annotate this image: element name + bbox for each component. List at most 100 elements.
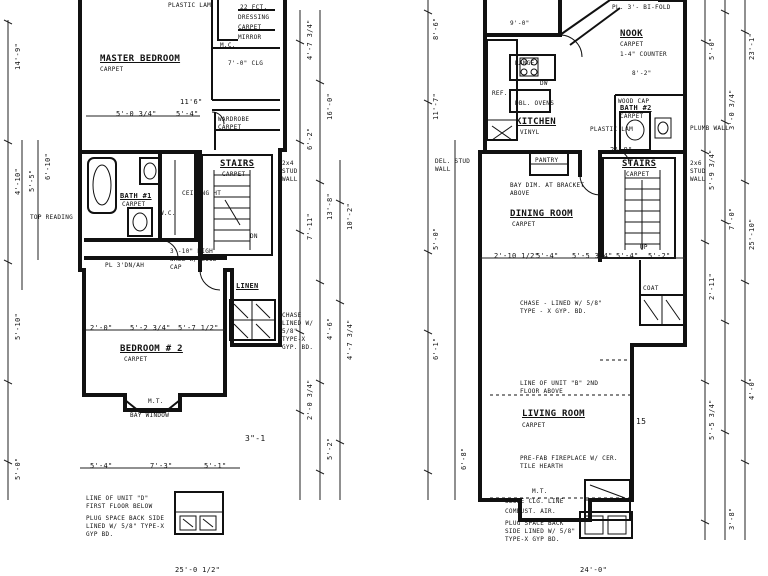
left-floor-plan [3,0,345,535]
nook-finish: CARPET [620,41,644,48]
left-plug-space-detail [174,491,224,535]
slope-line-note: SLOPE CLG. LINE [505,498,564,505]
plumb-wall-note: PLUMB WALL [690,125,730,132]
right-vdim-11: 7'-0" [728,207,736,230]
plastic-lam-sf: 22 FCT. [240,4,268,11]
dressing-finish: CARPET [238,24,262,31]
left-bath-walls [78,150,227,272]
left-door-swings [159,111,225,291]
left-vdim-16: 4'-7 3/4" [346,319,354,360]
right-vdim-4: 6'-1" [432,337,440,360]
left-dim-8: 7'-3" [150,462,173,470]
right-dim-a4: 5'-4" [616,252,639,260]
mirror-label: MIRROR [238,34,262,41]
left-dim-4: 2'-0" [90,324,113,332]
right-plug-space-note: PLUG SPACE BACK SIDE LINED W/ 5/8" TYPE-… [505,520,576,543]
left-bay-window [124,399,181,413]
high-wall-note: 3'-10" HIGH WALL W/ WOOD CAP [170,248,217,271]
bay-window-note: BAY WINDOW [130,412,170,419]
left-linen-chase [229,299,276,341]
left-chase-note: CHASE LINED W/ 5/8" TYPE-X GYP. BD. [282,312,314,351]
right-chase-note: CHASE - LINED W/ 5/8" TYPE - X GYP. BD. [520,300,603,315]
right-stairs-label: STAIRS [622,159,657,169]
right-pantry [529,152,569,176]
right-bottom-dim: 24'-0" [580,566,608,574]
right-vdim-12: 23'-1" [748,32,756,60]
right-vdim-3: 5'-0" [432,227,440,250]
ceiling-ht-label: CEILING HT [182,190,222,197]
left-bottom-dim: 25'-0 1/2" [175,566,221,574]
right-chase [639,260,686,345]
left-vdim-10: 2'-0 3/4" [306,379,314,420]
wc-label: W.C. [160,210,176,217]
left-dim-5: 5'-2 3/4" [130,324,171,332]
left-stud-wall-note: 2x4 STUD WALL [282,160,298,183]
mc-label: M.C. [220,42,236,49]
coat-label: COAT [643,285,659,292]
left-dressing-closet [211,0,280,111]
left-vdim-6: 5'-0" [14,457,22,480]
right-vdim-14: 4'-0" [748,377,756,400]
right-top-dim: 9'-0" [510,20,530,27]
left-vdim-7: 4'-7 3/4" [306,19,314,60]
closet-note: 7'-0" CLG [228,60,264,67]
left-dimension-lines [3,10,345,500]
right-nook-walls [559,0,685,150]
right-vdim-1: 8'-6" [432,17,440,40]
line-unit-b-note: LINE OF UNIT "B" 2ND FLOOR ABOVE [520,380,599,395]
left-vdim-9: 7'-11" [306,212,314,240]
right-door-swings [559,34,630,196]
right-vdim-6: 5'-0" [708,37,716,60]
left-dim-1: 5'-0 3/4" [116,110,157,118]
del-stud-note: DEL. STUD WALL [435,158,471,173]
left-vdim-4: 6'-10" [44,152,52,180]
left-wardrobe [214,112,280,150]
pl-fold-note: PL. 3'- BI-FOLD [612,4,671,11]
right-vdim-10: 3'-0 3/4" [728,89,736,130]
right-dim-a1: 2'-10 1/2" [494,252,540,260]
dining-label: DINING ROOM [510,209,573,219]
master-bedroom-finish: CARPET [100,66,124,73]
left-vdim-11: 16'-0" [326,92,334,120]
left-stairs-finish: CARPET [222,171,246,178]
right-stud-wall-note: 2x6 STUD WALL [690,160,706,183]
bath2-finish: CARPET [620,113,644,120]
left-dim-6: 5'-7 1/2" [178,324,219,332]
combust-air-note: COMBUST. AIR. [505,508,556,515]
right-kitchen-counters [486,39,556,141]
right-mt-label: M.T. [532,488,548,495]
left-stairs [201,154,273,256]
left-dim-7: 5'-4" [90,462,113,470]
up-label: UP [640,244,648,251]
left-vdim-12: 13'-8" [326,192,334,220]
wood-cap-note: WOOD CAP [618,98,650,105]
top-reading-note: TOP READING [30,214,74,221]
bay-above-note: BAY DIM. AT BRACKET ABOVE [510,182,585,197]
right-vdim-7: 5'-9 3/4" [708,149,716,190]
right-vdim-15: 3'-8" [728,507,736,530]
master-bedroom-label: MASTER BEDROOM [100,54,181,64]
bath1-label: BATH #1 [120,192,152,200]
living-label: LIVING ROOM [522,409,585,419]
right-vdim-8: 2'-11" [708,272,716,300]
right-dim-t1: 2'-0" [610,146,633,154]
nook-dim: 8'-2" [632,70,652,77]
plastic-lam-note: PLASTIC LAM [168,2,212,9]
ref-label: REF. [492,90,508,97]
right-vdim-13: 25'-10" [748,218,756,250]
left-scale-mark: 3"-1 [245,434,266,443]
right-plug-space-detail [579,511,633,539]
left-stairs-label: STAIRS [220,159,255,169]
left-outer-wall [78,0,287,412]
nook-label: NOOK [620,29,643,39]
wardrobe-finish: CARPET [218,124,242,131]
dn-label: DN [250,233,258,240]
right-plastic-lam: PLASTIC LAM [590,126,634,133]
fireplace-note: PRE-FAB FIREPLACE W/ CER. TILE HEARTH [520,455,618,470]
right-floor-plan [423,0,750,540]
wardrobe-label: WARDROBE [218,116,250,123]
right-scale-mark: 15 [636,417,647,426]
left-dim-9: 5'-1" [204,462,227,470]
left-vdim-14: 5'-2" [326,437,334,460]
